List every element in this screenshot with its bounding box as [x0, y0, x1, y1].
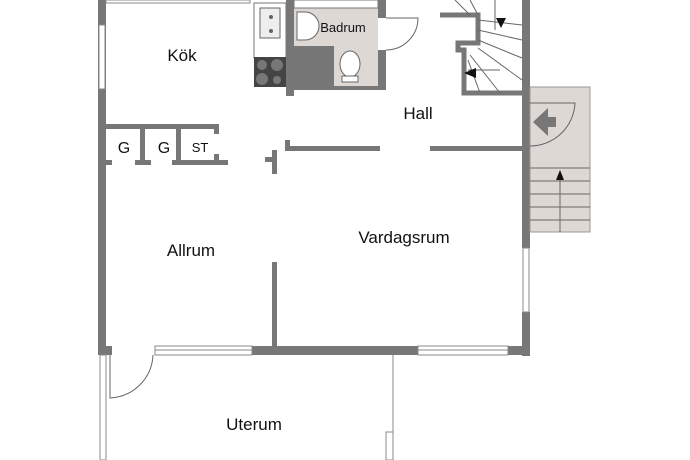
label-closet-2: G [158, 140, 170, 157]
label-living-room: Vardagsrum [358, 228, 449, 247]
interior-staircase [440, 0, 525, 96]
room-labels: Kök Badrum Hall G G ST Allrum Vardagsrum… [118, 20, 450, 434]
windows [98, 24, 530, 460]
entrance-arrow-icon [533, 108, 556, 136]
door-swing-sunroom [109, 354, 154, 399]
walls [98, 0, 530, 356]
label-hall: Hall [403, 104, 432, 123]
label-closet-1: G [118, 140, 130, 157]
label-storage: ST [192, 140, 209, 155]
label-bathroom: Badrum [320, 20, 366, 35]
exterior-stairs [529, 86, 591, 233]
sink-icon [296, 11, 320, 41]
label-family-room: Allrum [167, 241, 215, 260]
bathroom [293, 0, 379, 86]
label-sunroom: Uterum [226, 415, 282, 434]
door-swing-bathroom [385, 17, 419, 51]
toilet-icon [339, 50, 361, 78]
kitchen-counter [253, 2, 287, 87]
label-kitchen: Kök [167, 46, 197, 65]
